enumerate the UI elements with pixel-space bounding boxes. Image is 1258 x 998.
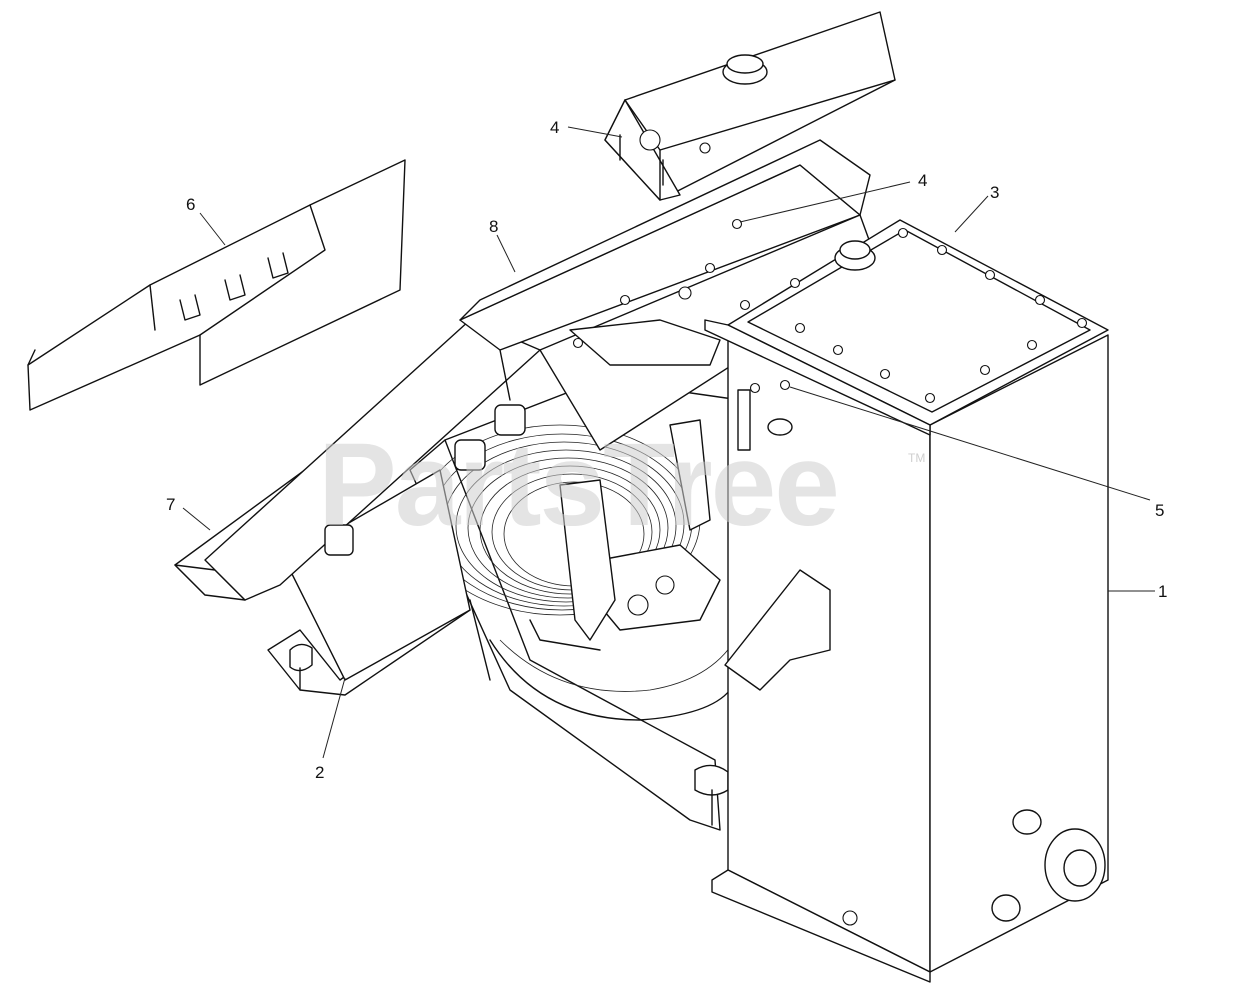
expansion-tank	[604, 11, 896, 201]
callouts: 1 2 3 4 4 5 6 7 8	[166, 118, 1167, 782]
watermark-text: PartsTree	[318, 419, 838, 551]
callout-7: 7	[166, 495, 175, 514]
callout-8: 8	[489, 217, 498, 236]
callout-4-top: 4	[550, 118, 559, 137]
leader-lines	[182, 126, 1155, 759]
lid-bolts	[572, 218, 1088, 404]
callout-2: 2	[315, 763, 324, 782]
callout-3: 3	[990, 183, 999, 202]
callout-1: 1	[1158, 582, 1167, 601]
callout-5: 5	[1155, 501, 1164, 520]
callout-6: 6	[186, 195, 195, 214]
hydraulic-tank	[704, 219, 1109, 983]
watermark-trademark: TM	[908, 451, 925, 465]
lower-bracket	[267, 469, 471, 696]
deflector-panel	[27, 159, 406, 411]
fan-shroud-assembly	[409, 379, 741, 831]
callout-4-right: 4	[918, 171, 927, 190]
